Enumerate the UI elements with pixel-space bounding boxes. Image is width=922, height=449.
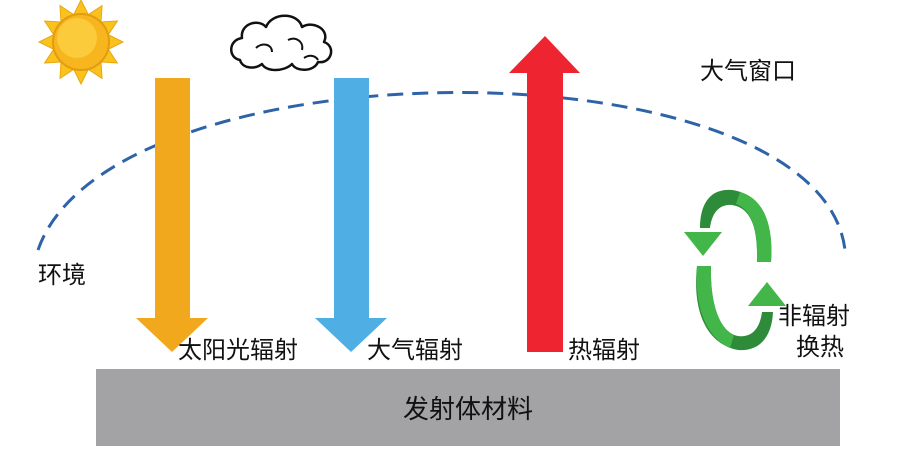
solar-radiation-label: 太阳光辐射 bbox=[178, 336, 298, 364]
emitter-material-label: 发射体材料 bbox=[402, 395, 533, 425]
cycle-arrows-icon bbox=[684, 189, 786, 351]
thermal-radiation-label: 热辐射 bbox=[568, 336, 640, 364]
atmospheric-window-label: 大气窗口 bbox=[700, 57, 796, 85]
environment-label: 环境 bbox=[38, 261, 86, 289]
sun-icon bbox=[37, 0, 125, 86]
non-radiative-label-line1: 非辐射 bbox=[778, 302, 850, 330]
non-radiative-label-line2: 换热 bbox=[796, 333, 844, 361]
atmospheric-radiation-label: 大气辐射 bbox=[367, 336, 463, 364]
emitter-material-block: 发射体材料 bbox=[96, 369, 840, 446]
atmospheric-radiation-arrow bbox=[315, 78, 387, 352]
thermal-radiation-arrow bbox=[509, 36, 580, 352]
atmospheric-window-arc bbox=[36, 91, 847, 251]
cloud-icon bbox=[230, 14, 333, 72]
solar-radiation-arrow bbox=[136, 78, 208, 352]
